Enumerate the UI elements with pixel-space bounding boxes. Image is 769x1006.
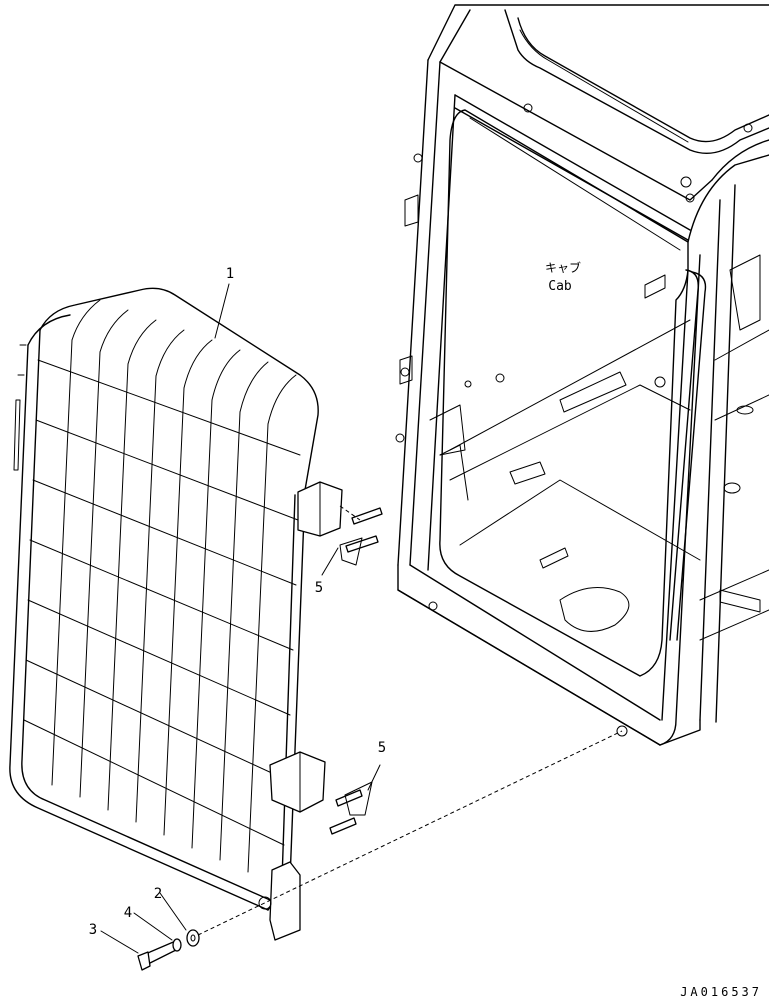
- callout-4: 4: [124, 905, 132, 921]
- fasteners: [137, 505, 623, 971]
- callout-2: 2: [154, 886, 162, 902]
- callout-5-lower: 5: [378, 740, 386, 756]
- bracket-5-upper-a: [351, 507, 383, 525]
- callout-3: 3: [89, 922, 97, 938]
- cab-label-jp: キャブ: [545, 260, 581, 275]
- bracket-5-upper-b: [345, 535, 379, 553]
- callout-1: 1: [226, 266, 234, 282]
- front-guard: [9, 287, 343, 941]
- bracket-5-lower-b: [329, 817, 357, 835]
- assembly-line: [197, 730, 623, 936]
- cab-frame: [395, 4, 769, 746]
- washer: [186, 929, 200, 947]
- lock-washer: [172, 938, 182, 952]
- drawing-number: JA016537: [680, 985, 762, 999]
- callout-5-upper: 5: [315, 580, 323, 596]
- bolt: [137, 939, 181, 971]
- leader-lines: [100, 283, 381, 954]
- cab-label-en: Cab: [548, 279, 572, 294]
- bracket-5-lower-a: [335, 789, 363, 807]
